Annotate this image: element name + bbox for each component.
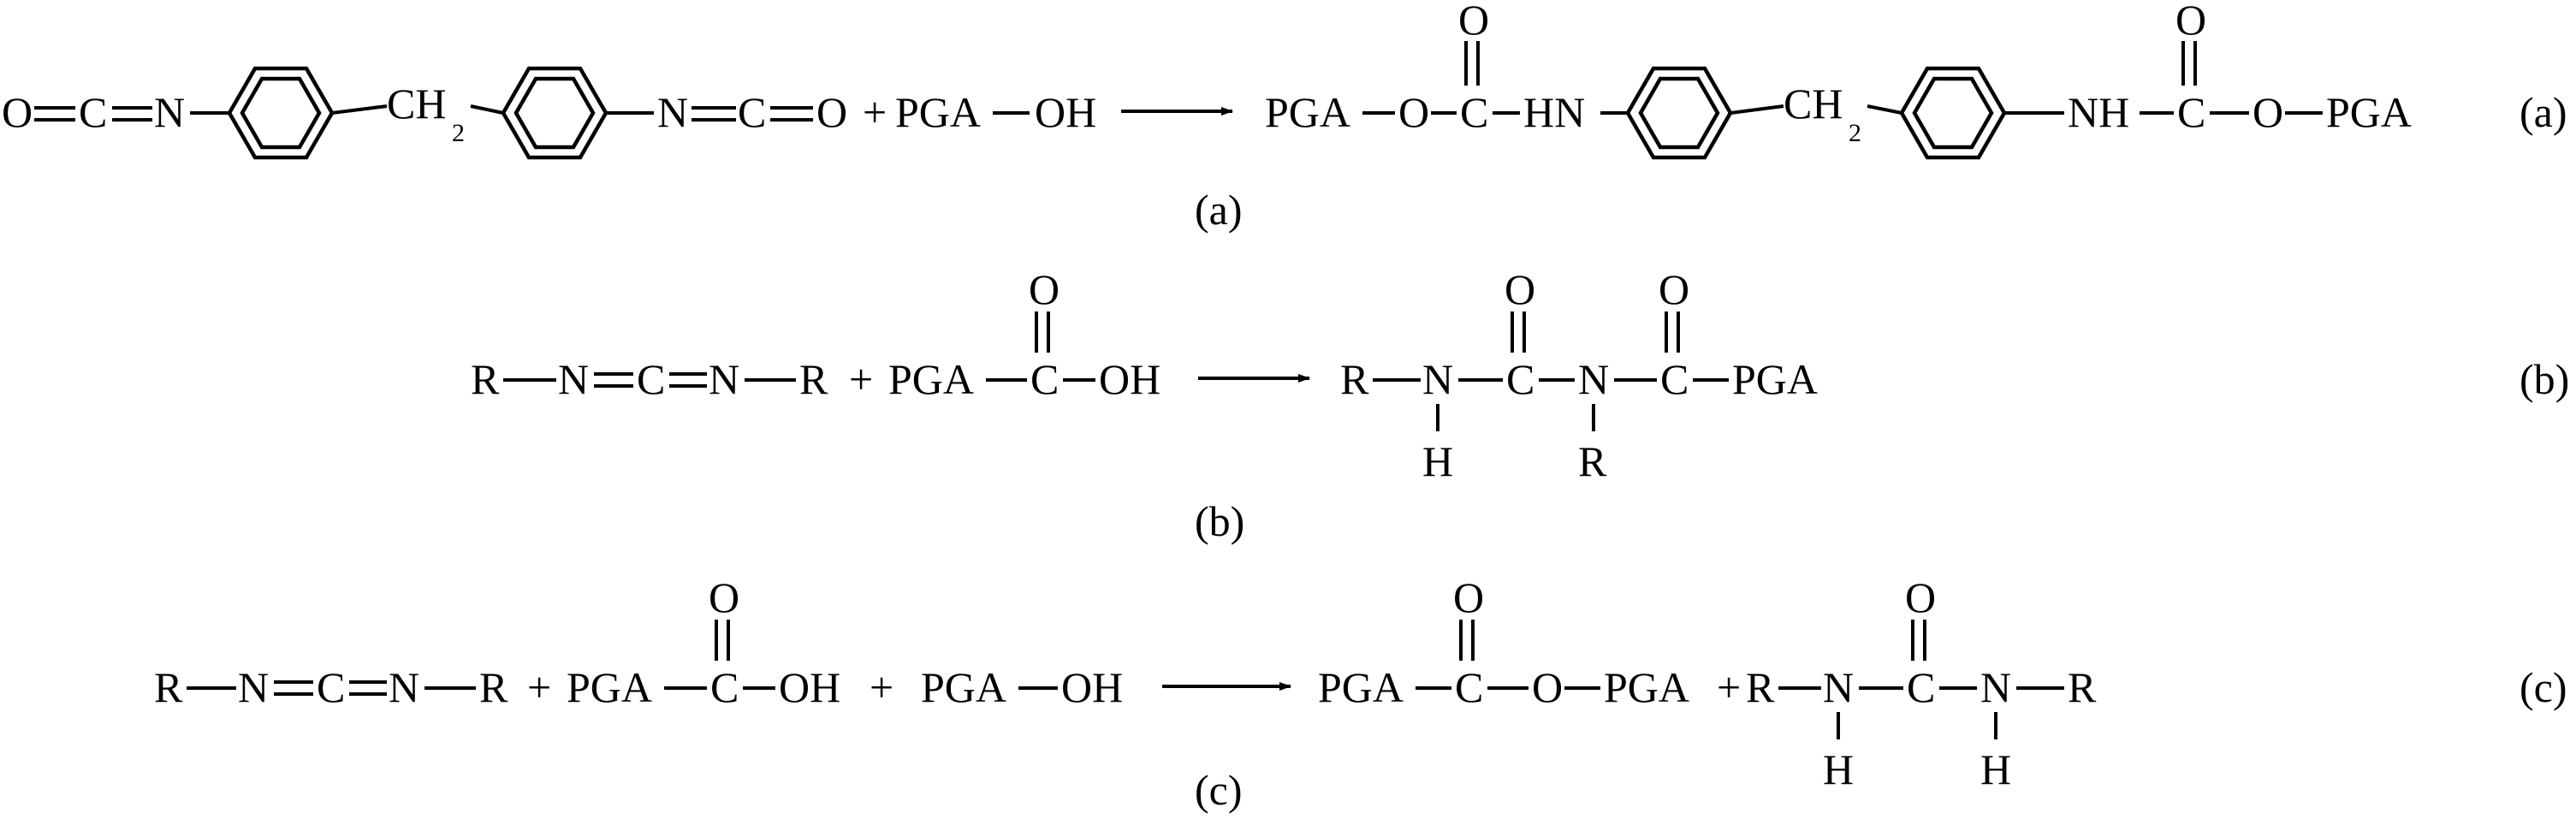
- carbonyl-oxygen: O: [1505, 265, 1535, 313]
- atom-o: O: [1532, 663, 1563, 711]
- pga-group: PGA: [888, 355, 974, 403]
- hydroxyl-group: OH: [1035, 88, 1096, 136]
- r-group: R: [471, 355, 500, 403]
- atom-c: C: [79, 88, 107, 136]
- carbonyl-oxygen: O: [1029, 265, 1059, 313]
- plus-sign: +: [1717, 663, 1741, 711]
- atom-n: N: [1422, 355, 1453, 403]
- single-bond: [470, 104, 504, 115]
- plus-sign: +: [870, 663, 893, 711]
- atom-c: C: [1455, 663, 1483, 711]
- benzene-ring: [227, 66, 335, 160]
- carbonyl-oxygen: O: [1453, 573, 1484, 621]
- amine-group: HN: [1523, 88, 1585, 136]
- carbonyl-oxygen: O: [1905, 573, 1936, 621]
- atom-c: C: [738, 88, 766, 136]
- reaction-c: R N C N R + PGA C O OH + PGA OH PGA C O …: [154, 573, 2567, 814]
- atom-h: H: [1823, 745, 1854, 793]
- atom-n: N: [238, 663, 269, 711]
- hydroxyl-group: OH: [1099, 355, 1160, 403]
- scheme-label: (a): [2520, 88, 2567, 136]
- carbonyl-oxygen: O: [709, 573, 739, 621]
- atom-c: C: [1660, 355, 1689, 403]
- carbonyl-oxygen: O: [2175, 0, 2206, 44]
- r-group: R: [1578, 437, 1607, 485]
- plus-sign: +: [849, 355, 873, 403]
- hydroxyl-group: OH: [1061, 663, 1123, 711]
- atom-h: H: [1422, 437, 1453, 485]
- pga-group: PGA: [567, 663, 652, 711]
- methylene-group: CH: [1784, 80, 1843, 128]
- atom-h: H: [1980, 745, 2011, 793]
- atom-o: O: [2253, 88, 2283, 136]
- single-bond: [1730, 104, 1784, 115]
- atom-c: C: [1460, 88, 1488, 136]
- reaction-caption: (a): [1195, 186, 1243, 234]
- atom-n: N: [389, 663, 419, 711]
- atom-c: C: [637, 355, 665, 403]
- atom-o: O: [1398, 88, 1429, 136]
- atom-n: N: [709, 355, 739, 403]
- subscript: 2: [452, 119, 465, 147]
- atom-n: N: [1980, 663, 2011, 711]
- scheme-label: (b): [2520, 355, 2569, 403]
- r-group: R: [1746, 663, 1775, 711]
- atom-c: C: [2177, 88, 2205, 136]
- pga-group: PGA: [1604, 663, 1689, 711]
- r-group: R: [1340, 355, 1369, 403]
- atom-n: N: [558, 355, 589, 403]
- pga-group: PGA: [921, 663, 1006, 711]
- plus-sign: +: [863, 88, 887, 136]
- r-group: R: [154, 663, 183, 711]
- atom-c: C: [1506, 355, 1534, 403]
- pga-group: PGA: [1318, 663, 1404, 711]
- atom-c: C: [317, 663, 345, 711]
- benzene-ring: [1625, 66, 1733, 160]
- subscript: 2: [1849, 119, 1861, 147]
- reaction-caption: (b): [1195, 497, 1244, 545]
- atom-n: N: [1578, 355, 1609, 403]
- pga-group: PGA: [1265, 88, 1350, 136]
- benzene-ring: [501, 66, 608, 160]
- reaction-a: O C N CH 2 N C O + PGA OH PG: [2, 0, 2567, 234]
- atom-n: N: [1823, 663, 1854, 711]
- atom-c: C: [1030, 355, 1059, 403]
- reaction-caption: (c): [1195, 766, 1243, 814]
- atom-o: O: [816, 88, 847, 136]
- r-group: R: [799, 355, 828, 403]
- scheme-label: (c): [2520, 663, 2567, 711]
- single-bond: [1867, 104, 1902, 115]
- atom-n: N: [657, 88, 688, 136]
- benzene-ring: [1899, 66, 2007, 160]
- pga-group: PGA: [895, 88, 981, 136]
- carbonyl-oxygen: O: [1659, 265, 1689, 313]
- single-bond: [331, 104, 388, 115]
- r-group: R: [2068, 663, 2097, 711]
- amine-group: NH: [2068, 88, 2129, 136]
- methylene-group: CH: [387, 80, 446, 128]
- hydroxyl-group: OH: [779, 663, 840, 711]
- r-group: R: [479, 663, 508, 711]
- pga-group: PGA: [2326, 88, 2412, 136]
- plus-sign: +: [527, 663, 551, 711]
- atom-c: C: [710, 663, 739, 711]
- reaction-b: R N C N R + PGA C O OH R N H C O N R: [471, 265, 2569, 545]
- atom-n: N: [154, 88, 185, 136]
- carbonyl-oxygen: O: [1458, 0, 1489, 44]
- pga-group: PGA: [1732, 355, 1818, 403]
- atom-c: C: [1907, 663, 1935, 711]
- atom-o: O: [2, 88, 33, 136]
